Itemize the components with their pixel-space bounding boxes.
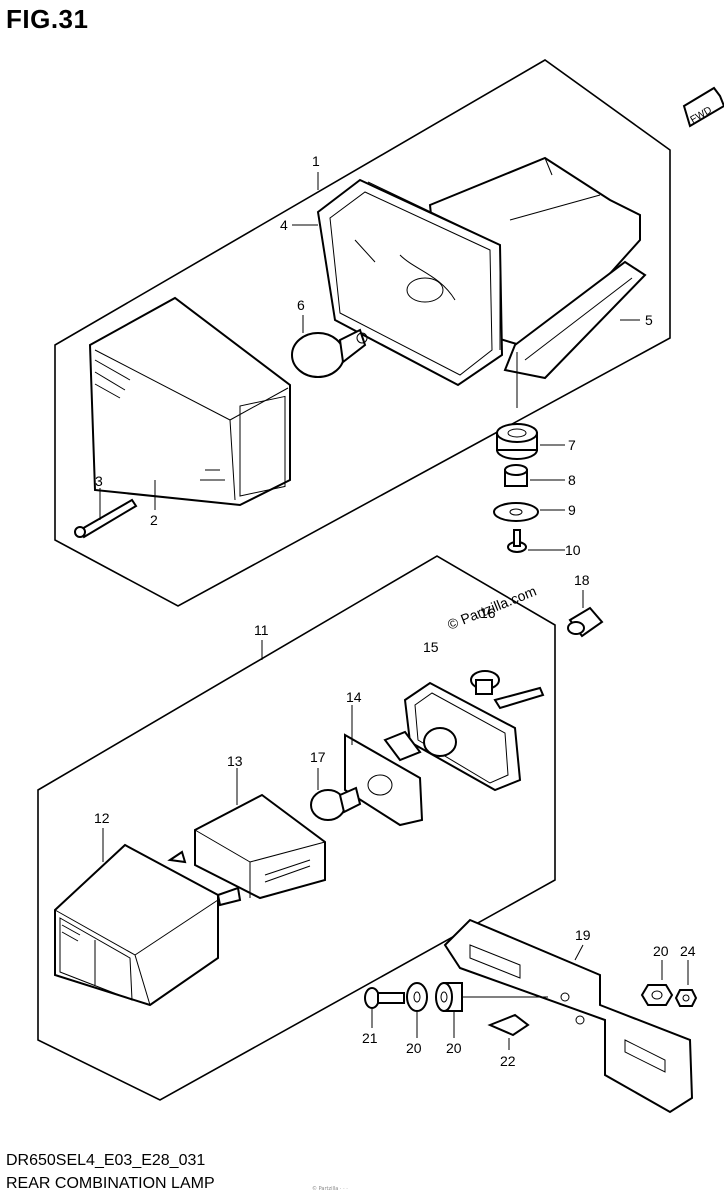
callout-23: 22 (500, 1053, 516, 1069)
callout-17: 17 (310, 749, 326, 765)
callout-20-left: 20 (406, 1040, 422, 1056)
bulb-17 (310, 786, 362, 821)
callout-18: 18 (574, 572, 590, 588)
assembly-frame-11 (37, 555, 556, 1101)
washer-9 (493, 502, 539, 522)
callout-24: 24 (680, 943, 696, 959)
fwd-arrow-icon: FWD (682, 86, 724, 128)
bulb-6 (291, 328, 368, 378)
callout-9: 9 (568, 502, 576, 518)
callout-20-right: 20 (653, 943, 669, 959)
callout-4: 4 (280, 217, 288, 233)
callout-14: 14 (346, 689, 362, 705)
washer-20-left (406, 982, 428, 1012)
lamp-lens-12 (54, 843, 242, 1007)
lamp-case-13 (194, 793, 326, 900)
grommet-7 (496, 423, 538, 460)
nut-24 (674, 989, 698, 1007)
callout-21: 20 (446, 1040, 462, 1056)
figure-title: FIG.31 (6, 4, 89, 34)
spacer-21 (435, 982, 463, 1012)
callout-2: 2 (150, 512, 158, 528)
bolt-22 (364, 987, 405, 1009)
collar-8 (504, 464, 528, 487)
screw-3 (74, 498, 138, 539)
nut-20-right (640, 984, 674, 1006)
callout-1: 1 (312, 153, 320, 169)
license-lamp-housing (383, 681, 545, 792)
assembly-frame-1 (54, 59, 671, 607)
clip-23 (487, 1013, 530, 1037)
model-code: DR650SEL4_E03_E28_031 (6, 1152, 206, 1169)
callout-8: 8 (568, 472, 576, 488)
callout-13: 13 (227, 753, 243, 769)
callout-15: 15 (423, 639, 439, 655)
license-bracket-19 (443, 918, 694, 1114)
callout-6: 6 (297, 297, 305, 313)
screw-10 (507, 529, 527, 553)
license-lens-14 (344, 733, 424, 827)
callout-10: 10 (565, 542, 581, 558)
grommet-15 (470, 670, 500, 695)
callout-16: 16 (480, 605, 496, 621)
callout-19: 19 (575, 927, 591, 943)
callout-12: 12 (94, 810, 110, 826)
callout-5: 5 (645, 312, 653, 328)
callout-11: 11 (254, 622, 269, 638)
fine-print: © Partzilla · · · (312, 1186, 348, 1192)
figure-subtitle: REAR COMBINATION LAMP (6, 1175, 215, 1192)
collar-18 (567, 606, 604, 638)
callout-3: 3 (95, 473, 103, 489)
callout-22: 21 (362, 1030, 378, 1046)
tail-lens (88, 296, 291, 507)
callout-7: 7 (568, 437, 576, 453)
